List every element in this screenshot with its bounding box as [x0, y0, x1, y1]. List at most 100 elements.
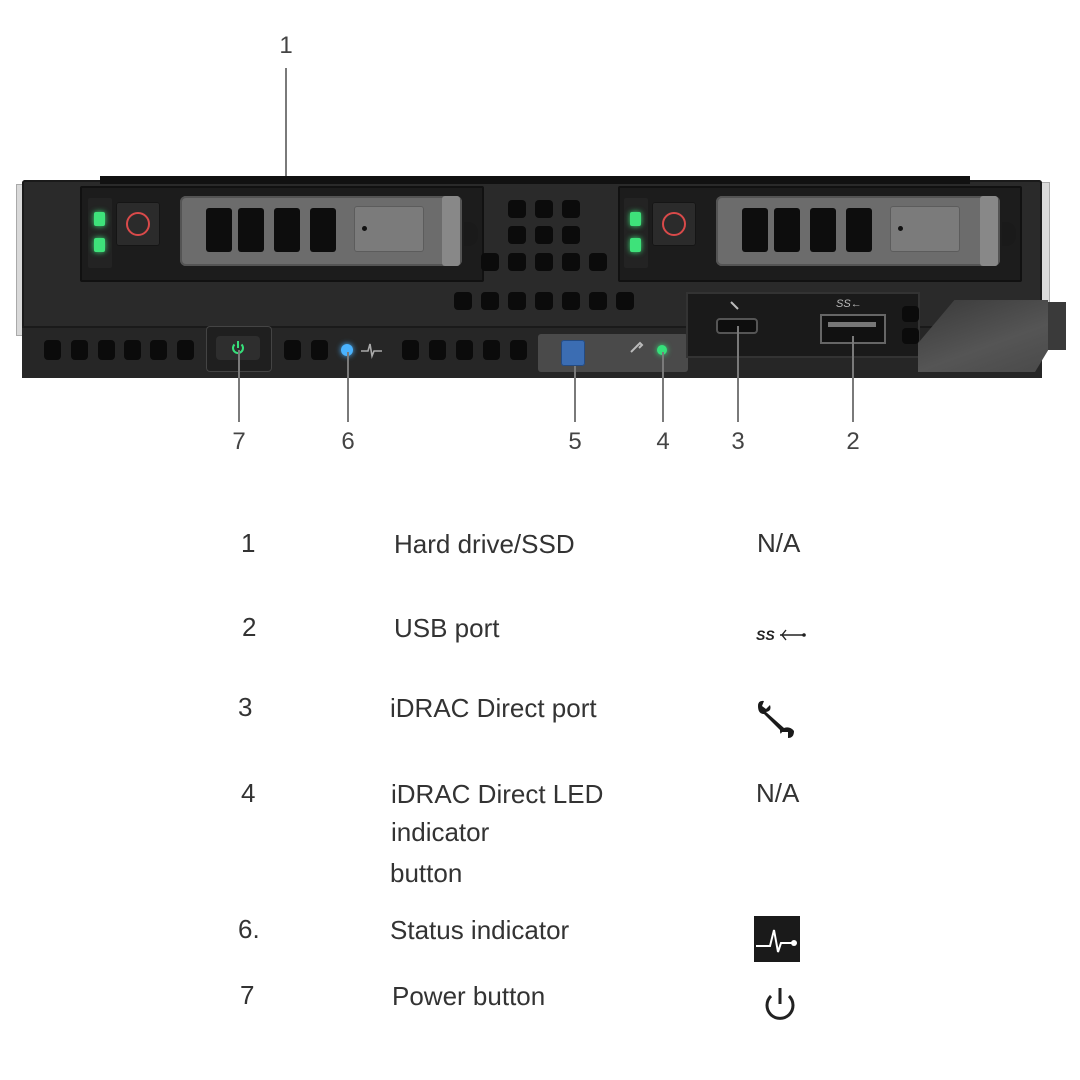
vent	[177, 340, 194, 360]
carrier-vent	[846, 208, 872, 252]
leader-line	[737, 326, 739, 422]
legend-number: 6.	[238, 914, 260, 944]
heartbeat-icon	[754, 916, 800, 962]
usb-superspeed-icon: SS	[756, 627, 806, 643]
vent	[150, 340, 167, 360]
drive-bay-left[interactable]	[80, 186, 484, 282]
vent	[562, 292, 580, 310]
carrier-label	[890, 206, 960, 252]
vent	[481, 292, 499, 310]
carrier-vent	[238, 208, 264, 252]
drive-activity-led	[630, 212, 641, 226]
vent	[456, 340, 473, 360]
vent	[71, 340, 88, 360]
vent	[44, 340, 61, 360]
idrac-direct-led-button[interactable]	[561, 340, 585, 366]
release-ring-icon	[126, 212, 150, 236]
wrench-icon	[730, 301, 739, 310]
drive-status-led	[94, 238, 105, 252]
legend-number: 7	[240, 980, 255, 1010]
legend-symbol-text: N/A	[757, 528, 801, 558]
callout-number: 4	[656, 428, 670, 455]
handle-tab	[1048, 302, 1066, 350]
vent	[508, 292, 526, 310]
release-ring-icon	[662, 212, 686, 236]
vent	[902, 306, 919, 322]
carrier-label	[354, 206, 424, 252]
leader-line	[662, 352, 664, 422]
vent	[429, 340, 446, 360]
legend-number: 2	[242, 612, 257, 642]
vent	[124, 340, 141, 360]
vent	[562, 226, 580, 244]
status-indicator-led	[341, 344, 353, 356]
vent	[508, 226, 526, 244]
wrench-icon	[630, 341, 644, 353]
heartbeat-glyph	[756, 929, 797, 953]
usb-port[interactable]	[820, 314, 886, 344]
vent	[311, 340, 328, 360]
label-dot	[898, 226, 903, 231]
power-button[interactable]	[206, 326, 272, 372]
callout-number: 7	[232, 428, 246, 455]
carrier-vent	[774, 208, 800, 252]
usb-ss-label: SS	[836, 298, 851, 310]
carrier-latch[interactable]	[442, 196, 460, 266]
vent	[562, 253, 580, 271]
usb-superspeed-icon: SS←	[836, 298, 862, 310]
vent	[589, 292, 607, 310]
callout-number: 2	[846, 428, 860, 455]
legend-description: Power button	[392, 981, 546, 1011]
legend-number: 3	[238, 692, 253, 722]
vent	[508, 200, 526, 218]
vent	[535, 200, 553, 218]
leader-line	[574, 366, 576, 422]
callout-number: 3	[731, 428, 745, 455]
callout-number: 5	[568, 428, 582, 455]
legend-description: iDRAC Direct LED	[391, 779, 604, 809]
heartbeat-icon	[361, 343, 382, 359]
leader-line	[852, 336, 854, 422]
carrier-latch[interactable]	[980, 196, 998, 266]
carrier-vent	[742, 208, 768, 252]
callout-number: 1	[279, 32, 293, 59]
usb-tongue	[828, 322, 876, 327]
vent	[481, 253, 499, 271]
carrier-knob	[464, 222, 478, 246]
legend-number: 4	[241, 778, 256, 808]
top-strip	[100, 176, 970, 184]
vent	[535, 253, 553, 271]
wrench-icon	[758, 700, 794, 738]
vent	[98, 340, 115, 360]
vent	[483, 340, 500, 360]
carrier-knob	[1002, 222, 1016, 246]
power-icon	[765, 988, 795, 1020]
leader-line	[285, 68, 287, 218]
drive-bay-right[interactable]	[618, 186, 1022, 282]
idrac-direct-led	[657, 345, 667, 355]
label-dot	[362, 226, 367, 231]
vent	[589, 253, 607, 271]
vent	[562, 200, 580, 218]
legend-description: USB port	[394, 613, 500, 643]
drive-status-led	[630, 238, 641, 252]
drive-release-button[interactable]	[652, 202, 696, 246]
vent	[510, 340, 527, 360]
vent	[284, 340, 301, 360]
vent	[616, 292, 634, 310]
vent	[535, 226, 553, 244]
legend-description: Hard drive/SSD	[394, 529, 575, 559]
carrier-vent	[274, 208, 300, 252]
drive-carrier[interactable]	[716, 196, 1000, 266]
leader-line	[347, 352, 349, 422]
carrier-vent	[810, 208, 836, 252]
legend-description: Status indicator	[390, 915, 570, 945]
drive-release-button[interactable]	[116, 202, 160, 246]
vent	[508, 253, 526, 271]
vent	[535, 292, 553, 310]
legend-number: 1	[241, 528, 256, 558]
carrier-vent	[206, 208, 232, 252]
svg-text:SS: SS	[756, 627, 775, 643]
leader-line	[238, 350, 240, 422]
drive-carrier[interactable]	[180, 196, 462, 266]
